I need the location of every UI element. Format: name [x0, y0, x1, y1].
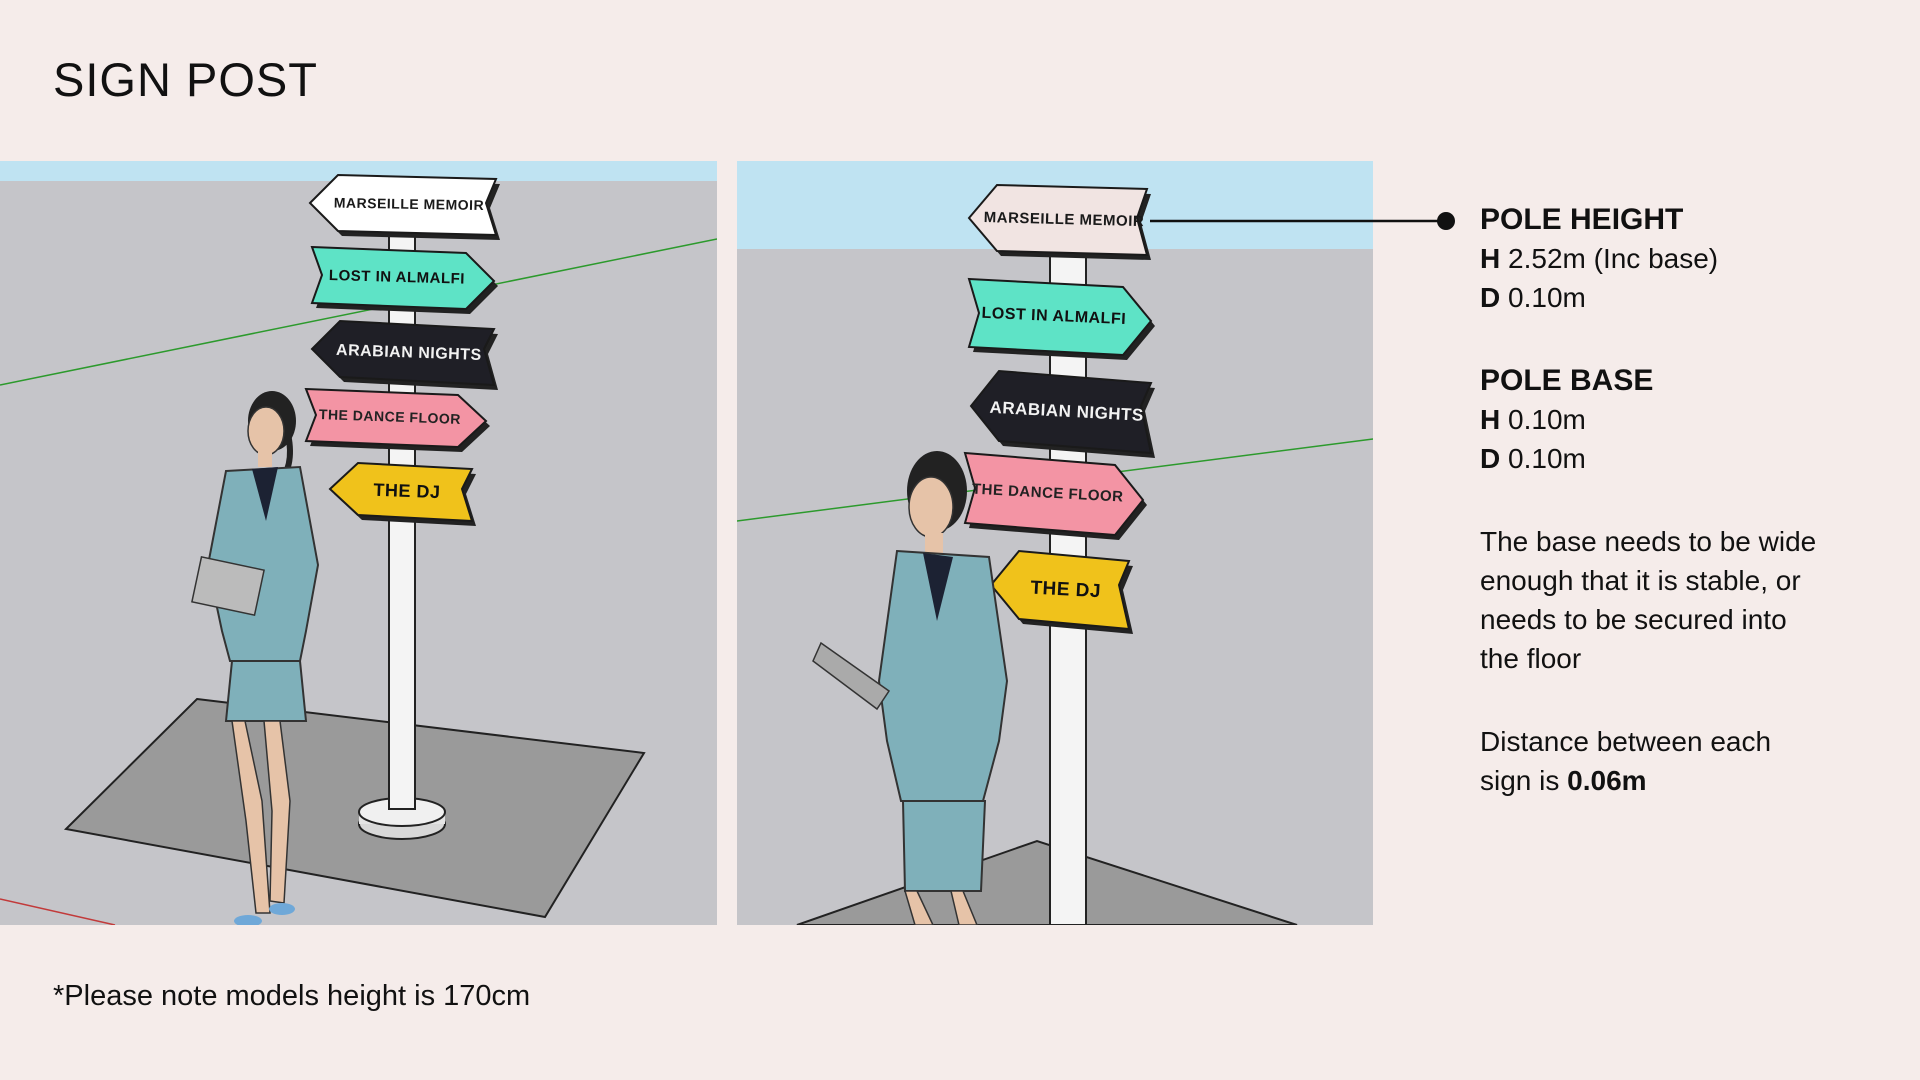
direction-sign-5: THE DJ	[989, 549, 1133, 634]
sign-board	[328, 461, 474, 523]
direction-sign-2: LOST IN ALMALFI	[310, 245, 498, 314]
skirt	[224, 660, 308, 722]
direction-sign-3: ARABIAN NIGHTS	[969, 369, 1155, 458]
stability-note: The base needs to be wide enough that it…	[1480, 526, 1817, 674]
pole-base-h-value: 0.10m	[1508, 404, 1586, 435]
direction-sign-1: MARSEILLE MEMOIR	[967, 183, 1151, 260]
red-axis-line	[0, 898, 116, 925]
pole-height-h-value: 2.52m (Inc base)	[1508, 243, 1719, 274]
pole-base-d-value: 0.10m	[1508, 443, 1586, 474]
leg-right	[263, 720, 291, 904]
direction-sign-5: THE DJ	[328, 461, 476, 526]
sign-label: MARSEILLE MEMOIR	[984, 209, 1145, 230]
direction-sign-3: ARABIAN NIGHTS	[310, 319, 498, 390]
pole-base-d-key: D	[1480, 443, 1501, 474]
page-title: SIGN POST	[53, 53, 318, 106]
sign-board	[308, 173, 498, 237]
pole-height-d-row: D 0.10m	[1480, 278, 1880, 317]
sign-board	[989, 549, 1131, 631]
sky-band	[0, 161, 717, 181]
sign-label: THE DANCE FLOOR	[319, 406, 462, 427]
sign-board	[963, 451, 1145, 537]
leg-left	[231, 720, 271, 914]
sign-distance-value: 0.06m	[1567, 765, 1647, 796]
person-model-figure	[812, 451, 1009, 925]
pole-height-h-key: H	[1480, 243, 1501, 274]
floor-plate	[63, 697, 646, 919]
sign-board	[310, 319, 496, 387]
pole-base-d-row: D 0.10m	[1480, 439, 1880, 478]
shoe-right	[269, 903, 295, 915]
sign-board	[304, 387, 488, 449]
render-view-front: MARSEILLE MEMOIR LOST IN ALMALFI ARABIAN N…	[737, 161, 1373, 925]
pole-base-heading: POLE BASE	[1480, 364, 1654, 397]
papers	[191, 555, 265, 617]
sign-label: ARABIAN NIGHTS	[336, 342, 482, 364]
sign-label: THE DJ	[1030, 577, 1102, 602]
sign-distance-note: Distance between each sign is 0.06m	[1480, 722, 1830, 800]
blouse	[252, 467, 278, 521]
sign-board	[969, 369, 1153, 455]
pole-base-h-key: H	[1480, 404, 1501, 435]
leg-left	[903, 890, 934, 925]
render-view-front-scene: MARSEILLE MEMOIR LOST IN ALMALFI ARABIAN N…	[737, 161, 1373, 925]
skirt	[901, 800, 987, 892]
direction-sign-1: MARSEILLE MEMOIR	[308, 173, 500, 240]
sign-board	[310, 245, 496, 311]
pole-height-d-value: 0.10m	[1508, 282, 1586, 313]
direction-sign-2: LOST IN ALMALFI	[967, 277, 1155, 360]
pole-height-d-key: D	[1480, 282, 1501, 313]
neck	[258, 451, 272, 467]
direction-sign-4: THE DANCE FLOOR	[963, 451, 1147, 540]
sign-board	[967, 277, 1153, 357]
pole-base-spec: POLE BASE H 0.10m D 0.10m	[1480, 361, 1880, 478]
person-model-figure	[191, 391, 320, 925]
pole-base-h-row: H 0.10m	[1480, 400, 1880, 439]
pole-height-h-row: H 2.52m (Inc base)	[1480, 239, 1880, 278]
sign-label: MARSEILLE MEMOIR	[334, 194, 485, 213]
spec-panel: POLE HEIGHT H 2.52m (Inc base) D 0.10m P…	[1480, 200, 1880, 824]
pole-height-leader-line	[1150, 212, 1455, 230]
pole-height-spec: POLE HEIGHT H 2.52m (Inc base) D 0.10m	[1480, 200, 1880, 317]
pole-height-heading: POLE HEIGHT	[1480, 203, 1684, 236]
leg-right	[950, 890, 978, 925]
sign-stack: MARSEILLE MEMOIR LOST IN ALMALFI ARABIAN N…	[304, 173, 500, 526]
direction-sign-4: THE DANCE FLOOR	[304, 387, 490, 452]
face	[908, 476, 954, 538]
sign-label: LOST IN ALMALFI	[981, 305, 1126, 328]
model-height-note: *Please note models height is 170cm	[53, 980, 531, 1012]
render-view-perspective: MARSEILLE MEMOIR LOST IN ALMALFI ARABIAN N…	[0, 161, 717, 925]
render-view-perspective-scene: MARSEILLE MEMOIR LOST IN ALMALFI ARABIAN N…	[0, 161, 717, 925]
sign-label: LOST IN ALMALFI	[329, 267, 465, 288]
sign-distance-prefix: Distance between each sign is	[1480, 726, 1772, 796]
neck	[925, 533, 943, 555]
sign-stack: MARSEILLE MEMOIR LOST IN ALMALFI ARABIAN N…	[963, 183, 1155, 634]
green-axis-line	[0, 238, 717, 386]
sign-label: THE DJ	[373, 480, 441, 502]
blouse	[923, 553, 953, 621]
shoe-left	[234, 915, 262, 925]
face	[247, 406, 285, 456]
sign-board	[967, 183, 1149, 257]
papers	[812, 641, 891, 711]
